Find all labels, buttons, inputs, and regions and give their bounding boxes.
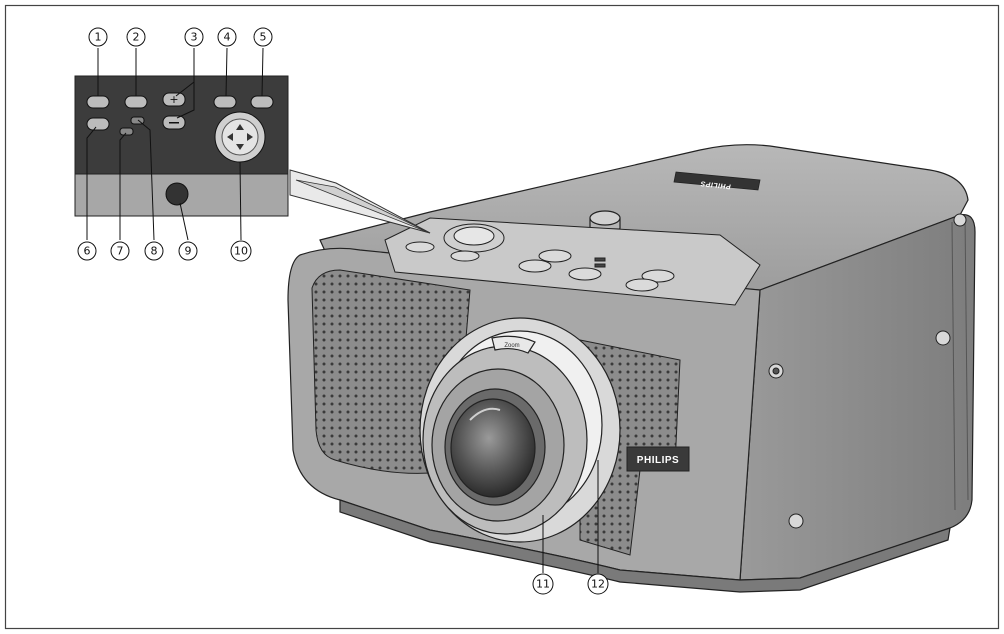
- callout-11-label: 11: [536, 578, 550, 591]
- top-button: [625, 278, 659, 292]
- callout-8-label: 8: [151, 245, 158, 258]
- callout-5: 5: [253, 27, 273, 47]
- panel-button-2: [124, 95, 148, 109]
- side-screws: [768, 213, 967, 529]
- callout-12-label: 12: [591, 578, 605, 591]
- panel-button-5: [250, 95, 274, 109]
- top-control-strip: [384, 217, 761, 306]
- lens-assembly: [419, 317, 621, 543]
- callout-2-label: 2: [133, 31, 140, 44]
- top-button: [568, 267, 602, 281]
- callout-leaders: [86, 47, 599, 573]
- panel-button-1: [86, 95, 110, 109]
- top-button: [641, 269, 675, 283]
- callout-7-label: 7: [117, 245, 124, 258]
- callout-9: 9: [178, 241, 198, 261]
- ir-sensor: [165, 182, 189, 206]
- zoom-label: Zoom: [504, 343, 519, 349]
- callout-2: 2: [126, 27, 146, 47]
- panel-button-6: [86, 117, 110, 131]
- callout-11: 11: [532, 573, 554, 595]
- callout-6: 6: [77, 241, 97, 261]
- callouts: 1 2 3 4 5 6 7 8 9 10 11 12: [77, 27, 609, 595]
- svg-text:+: +: [169, 93, 178, 106]
- top-button: [450, 250, 480, 262]
- callout-3: 3: [184, 27, 204, 47]
- callout-4: 4: [217, 27, 237, 47]
- panel-button-4: [213, 95, 237, 109]
- top-brand-text: PHILIPS: [700, 179, 732, 189]
- callout-10: 10: [230, 240, 252, 262]
- callout-4-label: 4: [224, 31, 231, 44]
- callout-12: 12: [587, 573, 609, 595]
- callout-3-label: 3: [191, 31, 198, 44]
- top-button: [405, 241, 435, 253]
- indicator-lamp: [119, 127, 134, 136]
- callout-10-label: 10: [234, 245, 248, 258]
- top-brand-plate: PHILIPS: [673, 171, 761, 191]
- top-button: [518, 259, 552, 273]
- callout-7: 7: [110, 241, 130, 261]
- callout-1-label: 1: [95, 31, 102, 44]
- callout-8: 8: [144, 241, 164, 261]
- panel-button-plus: [162, 92, 186, 107]
- lens-glass: [450, 398, 536, 498]
- callout-1: 1: [88, 27, 108, 47]
- front-brand-text: PHILIPS: [637, 455, 679, 466]
- callout-6-label: 6: [84, 245, 91, 258]
- top-button: [538, 249, 572, 263]
- callout-9-label: 9: [185, 245, 192, 258]
- front-brand-badge: PHILIPS: [626, 446, 690, 472]
- callout-5-label: 5: [260, 31, 267, 44]
